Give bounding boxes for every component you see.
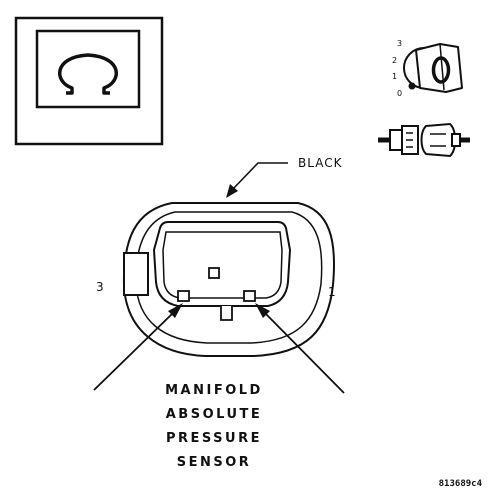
ignition-key-off-icon: 3 2 1 0 xyxy=(392,39,463,98)
component-name-line-1: MANIFOLD xyxy=(165,383,263,398)
pin-1-arrow xyxy=(255,303,345,394)
pin-1-label: 1 xyxy=(328,285,336,299)
pin-3-label: 3 xyxy=(96,280,104,294)
component-name-line-4: SENSOR xyxy=(177,455,252,470)
component-name-line-3: PRESSURE xyxy=(166,431,262,446)
connector-face xyxy=(152,221,292,307)
connector-housing xyxy=(122,202,336,357)
figure-code: 813689c4 xyxy=(439,479,483,489)
ohmmeter-icon xyxy=(14,16,164,146)
ignition-position-3: 3 xyxy=(397,39,402,48)
pin-3-arrow xyxy=(93,303,183,391)
locking-tab xyxy=(123,252,149,296)
wire-color-label: BLACK xyxy=(298,156,343,170)
center-key xyxy=(208,267,220,279)
component-name: MANIFOLD ABSOLUTE PRESSURE SENSOR xyxy=(165,383,263,470)
polarization-key xyxy=(220,306,233,321)
pin-1-cavity xyxy=(243,290,256,302)
wire-color-leader xyxy=(231,162,288,191)
ignition-position-0: 0 xyxy=(397,89,402,98)
disconnected-connector-icon xyxy=(378,122,470,158)
wire-color-arrowhead xyxy=(226,184,238,198)
pin-3-cavity xyxy=(177,290,190,302)
ignition-position-2: 2 xyxy=(392,56,397,65)
component-name-line-2: ABSOLUTE xyxy=(166,407,263,422)
ignition-position-1: 1 xyxy=(392,72,397,81)
